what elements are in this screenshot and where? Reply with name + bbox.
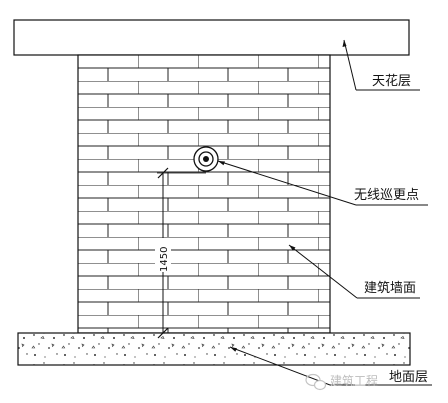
label-ceiling: 天花层	[372, 73, 411, 89]
label-patrol-point: 无线巡更点	[354, 188, 419, 203]
brick-wall	[77, 54, 331, 334]
dimension-text: 1450	[159, 247, 170, 272]
label-wall: 建筑墙面	[364, 280, 416, 296]
floor-slab	[17, 332, 411, 366]
leader-patrol-point	[217, 160, 428, 206]
wechat-icon	[305, 373, 327, 391]
leader-floor	[229, 346, 432, 386]
patrol-point-icon	[193, 146, 219, 172]
dimension-line	[155, 167, 206, 339]
label-floor: 地面层	[389, 370, 428, 385]
leader-ceiling	[342, 39, 420, 91]
leader-wall	[288, 244, 420, 299]
ceiling-slab	[13, 19, 410, 56]
watermark-text: 建筑工程	[330, 373, 378, 388]
watermark: 建筑工程	[305, 373, 378, 391]
